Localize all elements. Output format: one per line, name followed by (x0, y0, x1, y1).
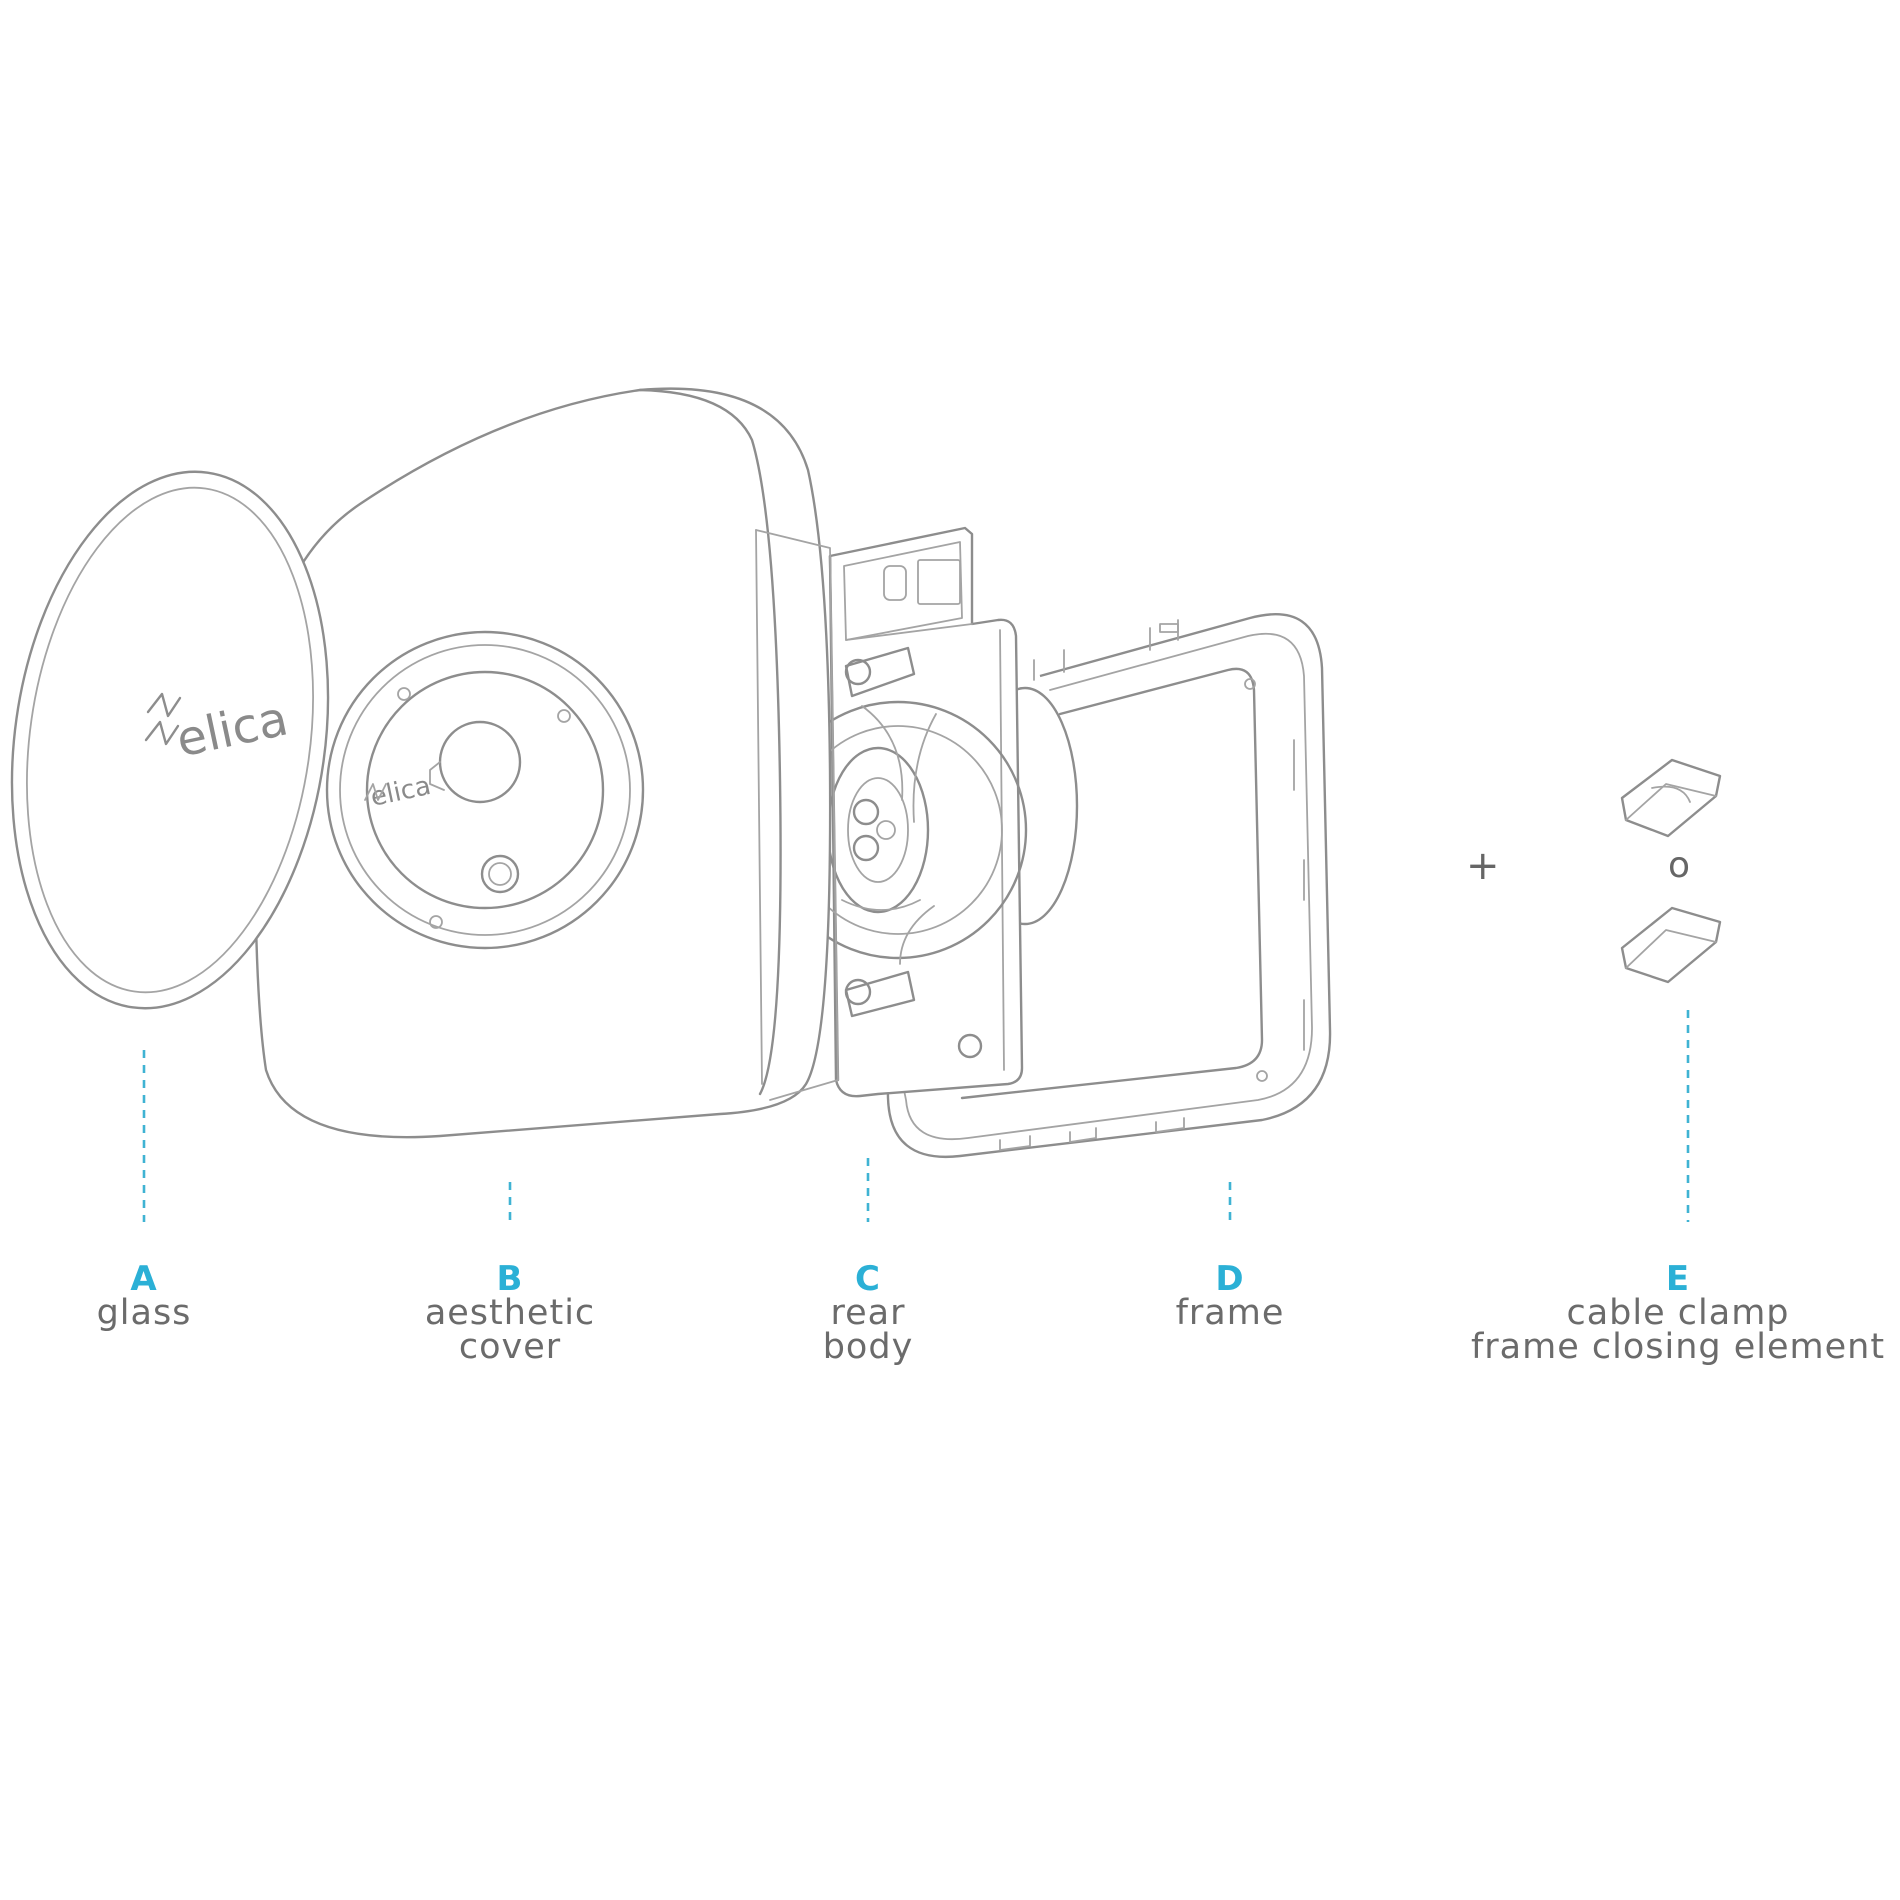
part-e-clips-drawing (1620, 758, 1722, 984)
leader-lines (142, 1010, 1690, 1222)
callout-d: D frame (1130, 1259, 1330, 1333)
callout-label: cover (458, 1327, 562, 1367)
callout-label: rear (830, 1293, 906, 1333)
callout-label: cable clamp (1566, 1293, 1790, 1333)
part-b-aesthetic-cover-drawing: elica (253, 387, 839, 1139)
callout-letter: C (855, 1259, 881, 1299)
callout-e: E cable clamp frame closing element (1458, 1259, 1898, 1367)
callout-label: glass (96, 1293, 192, 1333)
callout-label: frame (1175, 1293, 1285, 1333)
callout-a: A glass (44, 1259, 244, 1333)
part-c-rear-body-drawing (768, 526, 1028, 1098)
callout-letter: E (1665, 1259, 1691, 1299)
callout-letter: A (130, 1259, 158, 1299)
callout-c: C rear body (768, 1259, 968, 1367)
part-a-glass-drawing: elica (10, 470, 330, 1010)
callout-label: aesthetic (424, 1293, 596, 1333)
plus-sign: + (1466, 843, 1500, 889)
callout-letter: B (496, 1259, 524, 1299)
or-sign: o (1668, 845, 1691, 886)
callout-b: B aesthetic cover (380, 1259, 640, 1367)
callout-label: body (822, 1327, 914, 1367)
callout-label: frame closing element (1470, 1327, 1886, 1367)
callout-letter: D (1215, 1259, 1245, 1299)
